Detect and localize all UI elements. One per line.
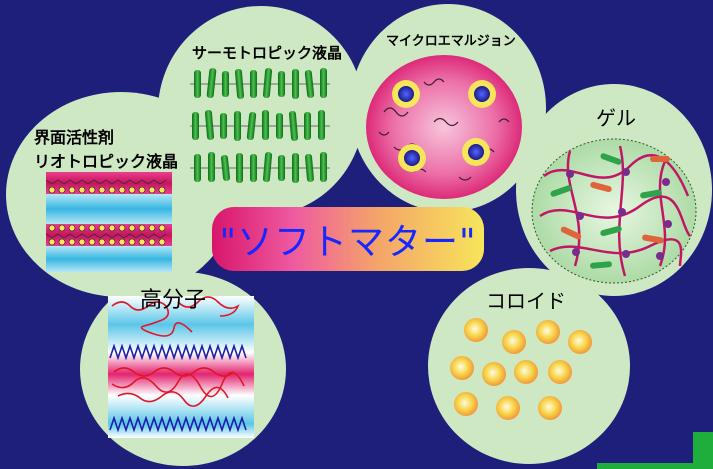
lc-row-2 — [190, 110, 330, 141]
colloid-label: コロイド — [486, 285, 566, 314]
soft-matter-title: "ソフトマター" — [219, 213, 476, 265]
micelle-1 — [392, 80, 420, 108]
gel-label: ゲル — [596, 102, 636, 131]
surfactant-label-line2: リオトロピック液晶 — [34, 148, 178, 172]
surfactant-label-line1: 界面活性剤 — [34, 124, 114, 148]
thermotropic-label: サーモトロピック液晶 — [192, 42, 342, 63]
thermotropic-lc-illustration — [190, 62, 330, 192]
corner-accent-horizontal — [597, 463, 713, 469]
micelle-4 — [462, 138, 490, 166]
colloid-illustration — [448, 312, 598, 430]
polymer-illustration — [108, 296, 254, 438]
microemulsion-label: マイクロエマルジョン — [386, 30, 516, 49]
micelle-3 — [398, 144, 426, 172]
lc-row-3 — [190, 152, 330, 183]
microemulsion-illustration — [364, 52, 524, 202]
gel-illustration — [530, 136, 698, 286]
polymer-label: 高分子 — [140, 282, 206, 314]
micelle-2 — [468, 80, 496, 108]
lyotropic-lc-illustration — [46, 172, 172, 272]
soft-matter-banner: "ソフトマター" — [212, 207, 484, 271]
lc-row-1 — [190, 68, 330, 99]
